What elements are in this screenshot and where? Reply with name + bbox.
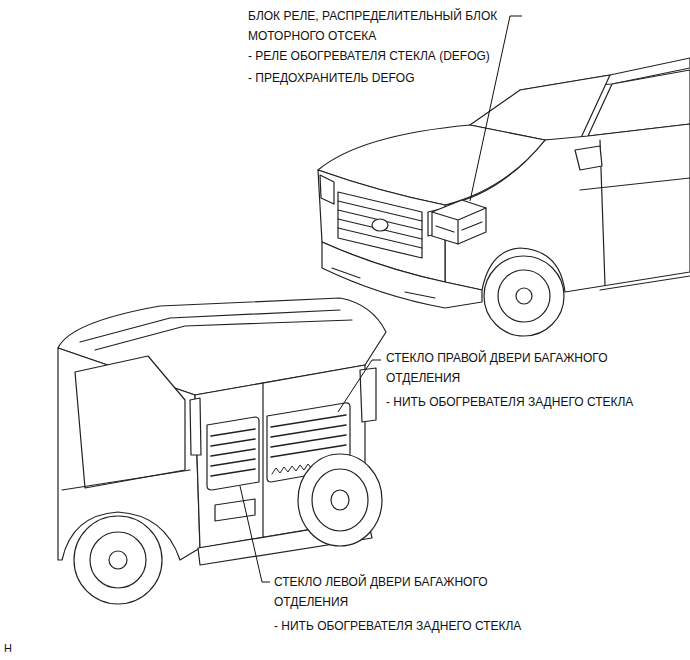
door-split (262, 383, 263, 537)
tail-light (360, 368, 376, 422)
wheel-rim (90, 532, 146, 588)
leader-line (470, 16, 522, 201)
licence-recess (215, 499, 255, 521)
body-line (62, 470, 190, 490)
leader-line (338, 360, 381, 412)
emblem (372, 219, 388, 231)
part-item: - НИТЬ ОБОГРЕВАТЕЛЯ ЗАДНЕГО СТЕКЛА (274, 616, 521, 636)
spare-rim (312, 469, 368, 531)
left-glass (207, 417, 259, 490)
spare-hub (331, 490, 349, 510)
relay-block-detail (436, 222, 482, 232)
relay-block (432, 200, 486, 244)
side-step (600, 276, 690, 290)
headlight (320, 175, 334, 204)
relay-block-edges (432, 208, 486, 244)
heater-wires (271, 415, 346, 457)
figure-code: H (4, 638, 12, 658)
grille-bars (338, 201, 422, 248)
fog-lamps (332, 268, 435, 298)
heater-wires (211, 429, 255, 476)
spare-tire (298, 454, 382, 546)
part-name: СТЕКЛО ЛЕВОЙ ДВЕРИ БАГАЖНОГО ОТДЕЛЕНИЯ (274, 572, 544, 612)
part-item: - РЕЛЕ ОБОГРЕВАТЕЛЯ СТЕКЛА (DEFOG) (248, 46, 490, 66)
roof-rails (80, 310, 352, 350)
part-item: - ПРЕДОХРАНИТЕЛЬ DEFOG (248, 68, 414, 88)
front-wheel (484, 256, 564, 336)
part-name: СТЕКЛО ПРАВОЙ ДВЕРИ БАГАЖНОГО ОТДЕЛЕНИЯ (386, 348, 666, 388)
bumper (322, 242, 482, 308)
wheel-hub (516, 288, 532, 304)
wheel-hub (109, 551, 127, 569)
grille (338, 192, 422, 258)
part-name: БЛОК РЕЛЕ, РАСПРЕДЕЛИТЕЛЬНЫЙ БЛОК МОТОРН… (248, 6, 503, 46)
leader-line (240, 486, 270, 582)
door-line (580, 178, 690, 190)
rear-side-window (75, 356, 185, 488)
wheel-rim (498, 270, 550, 322)
part-item: - НИТЬ ОБОГРЕВАТЕЛЯ ЗАДНЕГО СТЕКЛА (386, 392, 633, 412)
rear-wheel (74, 516, 162, 604)
tail-light (190, 398, 201, 455)
mirror (575, 146, 602, 170)
